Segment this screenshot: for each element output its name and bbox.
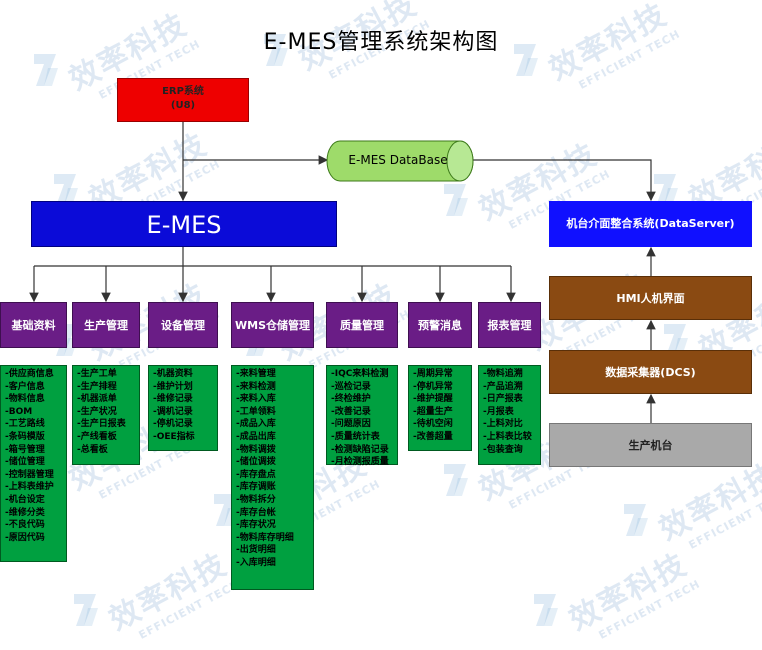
list-alerts: -周期异常 -停机异常 -维护提醒-超量生产 -待机空闲-改善超量 xyxy=(408,365,472,451)
list-item: -停机异常 xyxy=(413,381,453,392)
list-item: -生产排程 xyxy=(77,381,117,392)
list-item: -包装查询 xyxy=(483,444,523,455)
module-quality: 质量管理 xyxy=(326,302,398,348)
list-item: -成品出库 xyxy=(236,431,276,442)
list-quality: -IQC来料检测 -巡检记录 -终检维护-改善记录 -问题原因-质量统计表 -检测缺陷记… xyxy=(326,365,398,467)
list-item: -来料检测 xyxy=(236,381,276,392)
list-item: -维护提醒 xyxy=(413,394,453,405)
list-item: -终检维护 xyxy=(331,394,371,405)
list-item: -月报表 xyxy=(483,406,514,417)
hmi-box: HMI人机界面 xyxy=(549,276,752,320)
list-item: -客户信息 xyxy=(5,381,45,392)
module-equipment: 设备管理 xyxy=(148,302,218,348)
list-item: -维护计划 xyxy=(153,381,193,392)
list-item: -机器派单 xyxy=(77,394,117,405)
page-title: E-MES管理系统架构图 xyxy=(263,30,499,55)
machine-box: 生产机台 xyxy=(549,423,752,467)
list-item: -箱号管理 xyxy=(5,444,45,455)
connector-lines xyxy=(29,113,656,423)
list-item: -改善记录 xyxy=(331,406,371,417)
database-cylinder xyxy=(326,140,474,182)
list-item: -上料表维护 xyxy=(5,482,54,493)
list-item: -产线看板 xyxy=(77,431,117,442)
list-item: -超量生产 xyxy=(413,406,453,417)
list-reports: -物料追溯 -产品追溯 -日产报表-月报表 -上料对比-上料表比较 -包装查询 xyxy=(478,365,541,465)
list-item: -成品入库 xyxy=(236,419,276,430)
list-item: -入库明细 xyxy=(236,557,276,568)
dataserver-box: 机台介面整合系统(DataServer) xyxy=(549,201,752,247)
list-item: -控制器管理 xyxy=(5,469,54,480)
list-item: -物料信息 xyxy=(5,394,45,405)
list-item: -IQC来料检测 xyxy=(331,369,389,379)
list-item: -BOM xyxy=(5,406,33,417)
module-production: 生产管理 xyxy=(72,302,140,348)
list-item: -待机空闲 xyxy=(413,419,453,430)
list-item: -巡检记录 xyxy=(331,381,371,392)
module-wms: WMS仓储管理 xyxy=(231,302,314,348)
list-item: -周期异常 xyxy=(413,369,453,379)
erp-sublabel: (U8) xyxy=(170,100,196,111)
list-item: -出货明细 xyxy=(236,545,276,556)
list-item: -问题原因 xyxy=(331,419,371,430)
list-item: -生产工单 xyxy=(77,369,117,379)
list-wms: -来料管理 -来料检测 -来料入库-工单领料 -成品入库-成品出库 -物料调拨 -储位调拨… xyxy=(231,365,314,590)
list-item: -调机记录 xyxy=(153,406,193,417)
list-equipment: -机器资料 -维护计划 -维修记录-调机记录 -停机记录-OEE指标 xyxy=(148,365,218,451)
module-basic-data: 基础资料 xyxy=(0,302,67,348)
list-item: -月检测报质量 xyxy=(331,457,389,468)
list-item: -储位调拨 xyxy=(236,457,276,468)
list-item: -物料拆分 xyxy=(236,494,276,505)
erp-label: ERP系统 xyxy=(162,86,204,97)
list-item: -来料管理 xyxy=(236,369,276,379)
list-item: -生产日报表 xyxy=(77,419,126,430)
list-item: -库存调账 xyxy=(236,482,276,493)
list-item: -物料追溯 xyxy=(483,369,523,379)
emes-box: E-MES xyxy=(31,201,337,247)
list-item: -工单领料 xyxy=(236,406,276,417)
list-item: -日产报表 xyxy=(483,394,523,405)
list-item: -机台设定 xyxy=(5,494,45,505)
list-item: -不良代码 xyxy=(5,520,45,531)
dcs-box: 数据采集器(DCS) xyxy=(549,350,752,394)
list-item: -物料调拨 xyxy=(236,444,276,455)
list-item: -维修分类 xyxy=(5,507,45,518)
list-item: -库存状况 xyxy=(236,520,276,531)
list-basic-data: -供应商信息 -客户信息 -物料信息-BOM -工艺路线-条码模版 -箱号管理 -储位管理… xyxy=(0,365,67,562)
list-item: -储位管理 xyxy=(5,457,45,468)
list-item: -供应商信息 xyxy=(5,369,54,379)
list-item: -库存盘点 xyxy=(236,469,276,480)
list-item: -机器资料 xyxy=(153,369,193,379)
list-item: -总看板 xyxy=(77,444,108,455)
list-item: -产品追溯 xyxy=(483,381,523,392)
list-item: -库存台帐 xyxy=(236,507,276,518)
erp-system-box: ERP系统 (U8) xyxy=(117,78,249,122)
list-item: -维修记录 xyxy=(153,394,193,405)
list-item: -质量统计表 xyxy=(331,431,380,442)
list-item: -上料表比较 xyxy=(483,431,532,442)
list-item: -生产状况 xyxy=(77,406,117,417)
list-item: -上料对比 xyxy=(483,419,523,430)
list-item: -条码模版 xyxy=(5,431,45,442)
list-item: -停机记录 xyxy=(153,419,193,430)
list-production: -生产工单 -生产排程 -机器派单-生产状况 -生产日报表-产线看板 -总看板 xyxy=(72,365,140,465)
list-item: -来料入库 xyxy=(236,394,276,405)
module-alerts: 预警消息 xyxy=(408,302,472,348)
list-item: -物料库存明细 xyxy=(236,532,294,543)
database-label: E-MES DataBase xyxy=(348,153,448,167)
list-item: -改善超量 xyxy=(413,431,453,442)
list-item: -原因代码 xyxy=(5,532,45,543)
module-reports: 报表管理 xyxy=(478,302,541,348)
list-item: -工艺路线 xyxy=(5,419,45,430)
list-item: -检测缺陷记录 xyxy=(331,444,389,455)
list-item: -OEE指标 xyxy=(153,431,195,442)
